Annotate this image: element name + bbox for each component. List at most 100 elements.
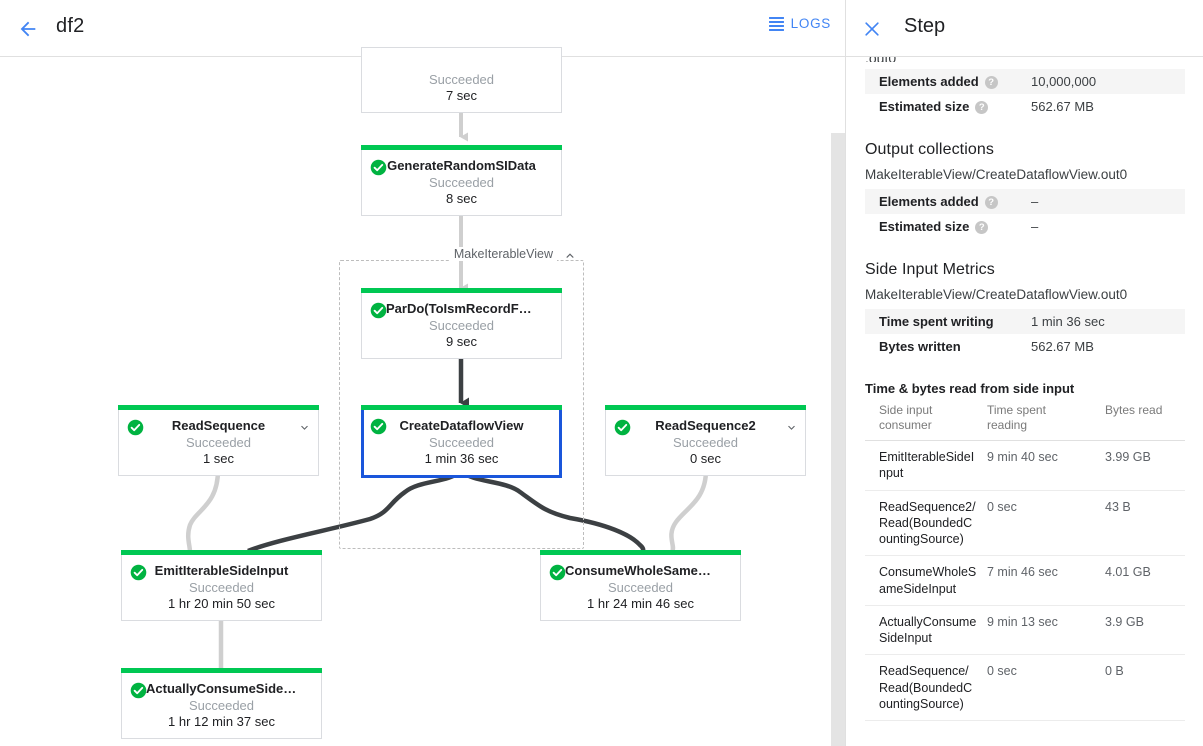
metric-value: – (1031, 219, 1039, 234)
cell-consumer: EmitIterableSideInput (865, 440, 983, 491)
cell-consumer: ReadSequence/Read(BoundedCountingSource) (865, 654, 983, 721)
graph-node-read-sequence[interactable]: ReadSequence Succeeded 1 sec (118, 405, 319, 476)
check-circle-icon (370, 302, 387, 319)
node-title: ReadSequence (171, 418, 266, 433)
table-row: Elements added? 10,000,000 (865, 69, 1185, 94)
graph-node-read-sequence-2[interactable]: ReadSequence2 Succeeded 0 sec (605, 405, 806, 476)
panel-content: .out0 Elements added? 10,000,000 Estimat… (846, 57, 1203, 746)
node-body: ReadSequence2 Succeeded 0 sec (606, 410, 805, 475)
page-title: df2 (56, 15, 85, 37)
output-metrics-table: Elements added? – Estimated size? – (865, 189, 1185, 239)
node-title: ReadSequence2 (655, 418, 756, 433)
table-row: Elements added? – (865, 189, 1185, 214)
metric-label: Estimated size (879, 99, 970, 114)
group-make-iterable-view[interactable]: MakeIterableView (339, 247, 584, 549)
metric-value: 1 min 36 sec (1031, 314, 1105, 329)
graph-node-actually-consume-side-input[interactable]: ActuallyConsumeSideI… Succeeded 1 hr 12 … (121, 668, 322, 739)
node-status: Succeeded (185, 435, 252, 450)
check-circle-icon (130, 564, 147, 581)
node-status-bar (540, 550, 741, 555)
table-header: Side input consumer Time spent reading B… (865, 400, 1185, 441)
node-title: GenerateRandomSIData (387, 158, 536, 173)
help-icon[interactable]: ? (984, 196, 998, 209)
job-graph-pane: df2 LOGS (0, 13, 845, 746)
node-status-bar (361, 405, 562, 410)
node-title: ActuallyConsumeSideI… (146, 681, 300, 696)
metric-label: Time spent writing (879, 314, 994, 329)
node-status: Succeeded (428, 175, 495, 190)
node-body: Succeeded 7 sec (362, 48, 561, 112)
cell-consumer: ReadSequence2/Read(BoundedCountingSource… (865, 490, 983, 557)
panel-header: Step (846, 0, 1203, 57)
cell-bytes: 43 B (1091, 490, 1185, 557)
output-collections-heading: Output collections (865, 141, 994, 158)
graph-node-pardo-to-ism-record-for[interactable]: ParDo(ToIsmRecordFor… Succeeded 9 sec (361, 288, 562, 359)
node-body: ActuallyConsumeSideI… Succeeded 1 hr 12 … (122, 673, 321, 738)
graph-node-create-dataflow-view[interactable]: CreateDataflowView Succeeded 1 min 36 se… (361, 405, 562, 478)
table-header-row: Side input consumer Time spent reading B… (865, 400, 1185, 441)
check-circle-icon (370, 159, 387, 176)
chevron-down-icon[interactable] (298, 421, 311, 434)
cell-consumer: ActuallyConsumeSideInput (865, 605, 983, 656)
help-icon[interactable]: ? (984, 76, 998, 89)
node-body: GenerateRandomSIData Succeeded 8 sec (362, 150, 561, 215)
node-body: CreateDataflowView Succeeded 1 min 36 se… (364, 410, 559, 475)
output-collection-name: MakeIterableView/CreateDataflowView.out0 (865, 167, 1128, 182)
metric-label: Elements added (879, 74, 979, 89)
logs-list-icon (768, 16, 784, 31)
side-input-metrics-heading: Side Input Metrics (865, 261, 995, 278)
close-icon (865, 22, 879, 36)
graph-node-consume-whole-same-side-input[interactable]: ConsumeWholeSameSi… Succeeded 1 hr 24 mi… (540, 550, 741, 621)
cell-time: 0 sec (983, 490, 1091, 557)
metric-value: 10,000,000 (1031, 74, 1097, 89)
graph-node-generate-random-si-data[interactable]: GenerateRandomSIData Succeeded 8 sec (361, 145, 562, 216)
node-duration: 1 sec (202, 451, 235, 466)
node-title: CreateDataflowView (399, 418, 524, 433)
arrow-left-icon (20, 21, 36, 37)
metric-value: – (1031, 194, 1039, 209)
logs-button[interactable]: LOGS (768, 16, 831, 31)
cell-time: 0 sec (983, 654, 1091, 721)
panel-title: Step (904, 15, 946, 37)
graph-canvas[interactable]: MakeIterableView Succeeded 7 sec (0, 47, 845, 746)
graph-scrollbar-thumb[interactable] (831, 133, 845, 746)
help-icon[interactable]: ? (975, 101, 989, 114)
chevron-up-icon[interactable] (563, 249, 577, 263)
node-duration: 1 min 36 sec (424, 451, 499, 466)
node-status-bar (361, 145, 562, 150)
table-body: EmitIterableSideInput 9 min 40 sec 3.99 … (865, 440, 1185, 721)
close-panel-button[interactable] (859, 16, 885, 42)
cell-consumer: ConsumeWholeSameSideInput (865, 555, 983, 606)
check-circle-icon (614, 419, 631, 436)
column-header-time[interactable]: Time spent reading (983, 400, 1091, 441)
node-duration: 1 hr 20 min 50 sec (168, 596, 275, 611)
node-status-bar (121, 550, 322, 555)
metric-value: 562.67 MB (1031, 339, 1094, 354)
graph-node-emit-iterable-side-input[interactable]: EmitIterableSideInput Succeeded 1 hr 20 … (121, 550, 322, 621)
logs-button-label: LOGS (790, 16, 831, 31)
node-status: Succeeded (428, 318, 495, 333)
help-icon[interactable]: ? (975, 221, 989, 234)
metric-label: Elements added (879, 194, 979, 209)
column-header-consumer[interactable]: Side input consumer (865, 400, 983, 441)
graph-node-clipped-top[interactable]: Succeeded 7 sec (361, 47, 562, 113)
side-input-collection-name: MakeIterableView/CreateDataflowView.out0 (865, 287, 1128, 302)
check-circle-icon (127, 419, 144, 436)
table-row: Bytes written 562.67 MB (865, 334, 1185, 359)
table-row: Estimated size? – (865, 214, 1185, 239)
table-row: ReadSequence/Read(BoundedCountingSource)… (865, 654, 1185, 721)
side-input-table-title: Time & bytes read from side input (865, 381, 1075, 396)
node-duration: 9 sec (445, 334, 478, 349)
chevron-down-icon[interactable] (785, 421, 798, 434)
column-header-bytes[interactable]: Bytes read (1091, 400, 1185, 441)
input-metrics-table: Elements added? 10,000,000 Estimated siz… (865, 69, 1185, 119)
node-status-bar (121, 668, 322, 673)
back-button[interactable] (12, 13, 44, 45)
check-circle-icon (130, 682, 147, 699)
metric-label: Bytes written (879, 339, 961, 354)
node-duration: 1 hr 24 min 46 sec (587, 596, 694, 611)
node-title: EmitIterableSideInput (154, 563, 289, 578)
node-body: ReadSequence Succeeded 1 sec (119, 410, 318, 475)
node-duration: 7 sec (445, 88, 478, 103)
